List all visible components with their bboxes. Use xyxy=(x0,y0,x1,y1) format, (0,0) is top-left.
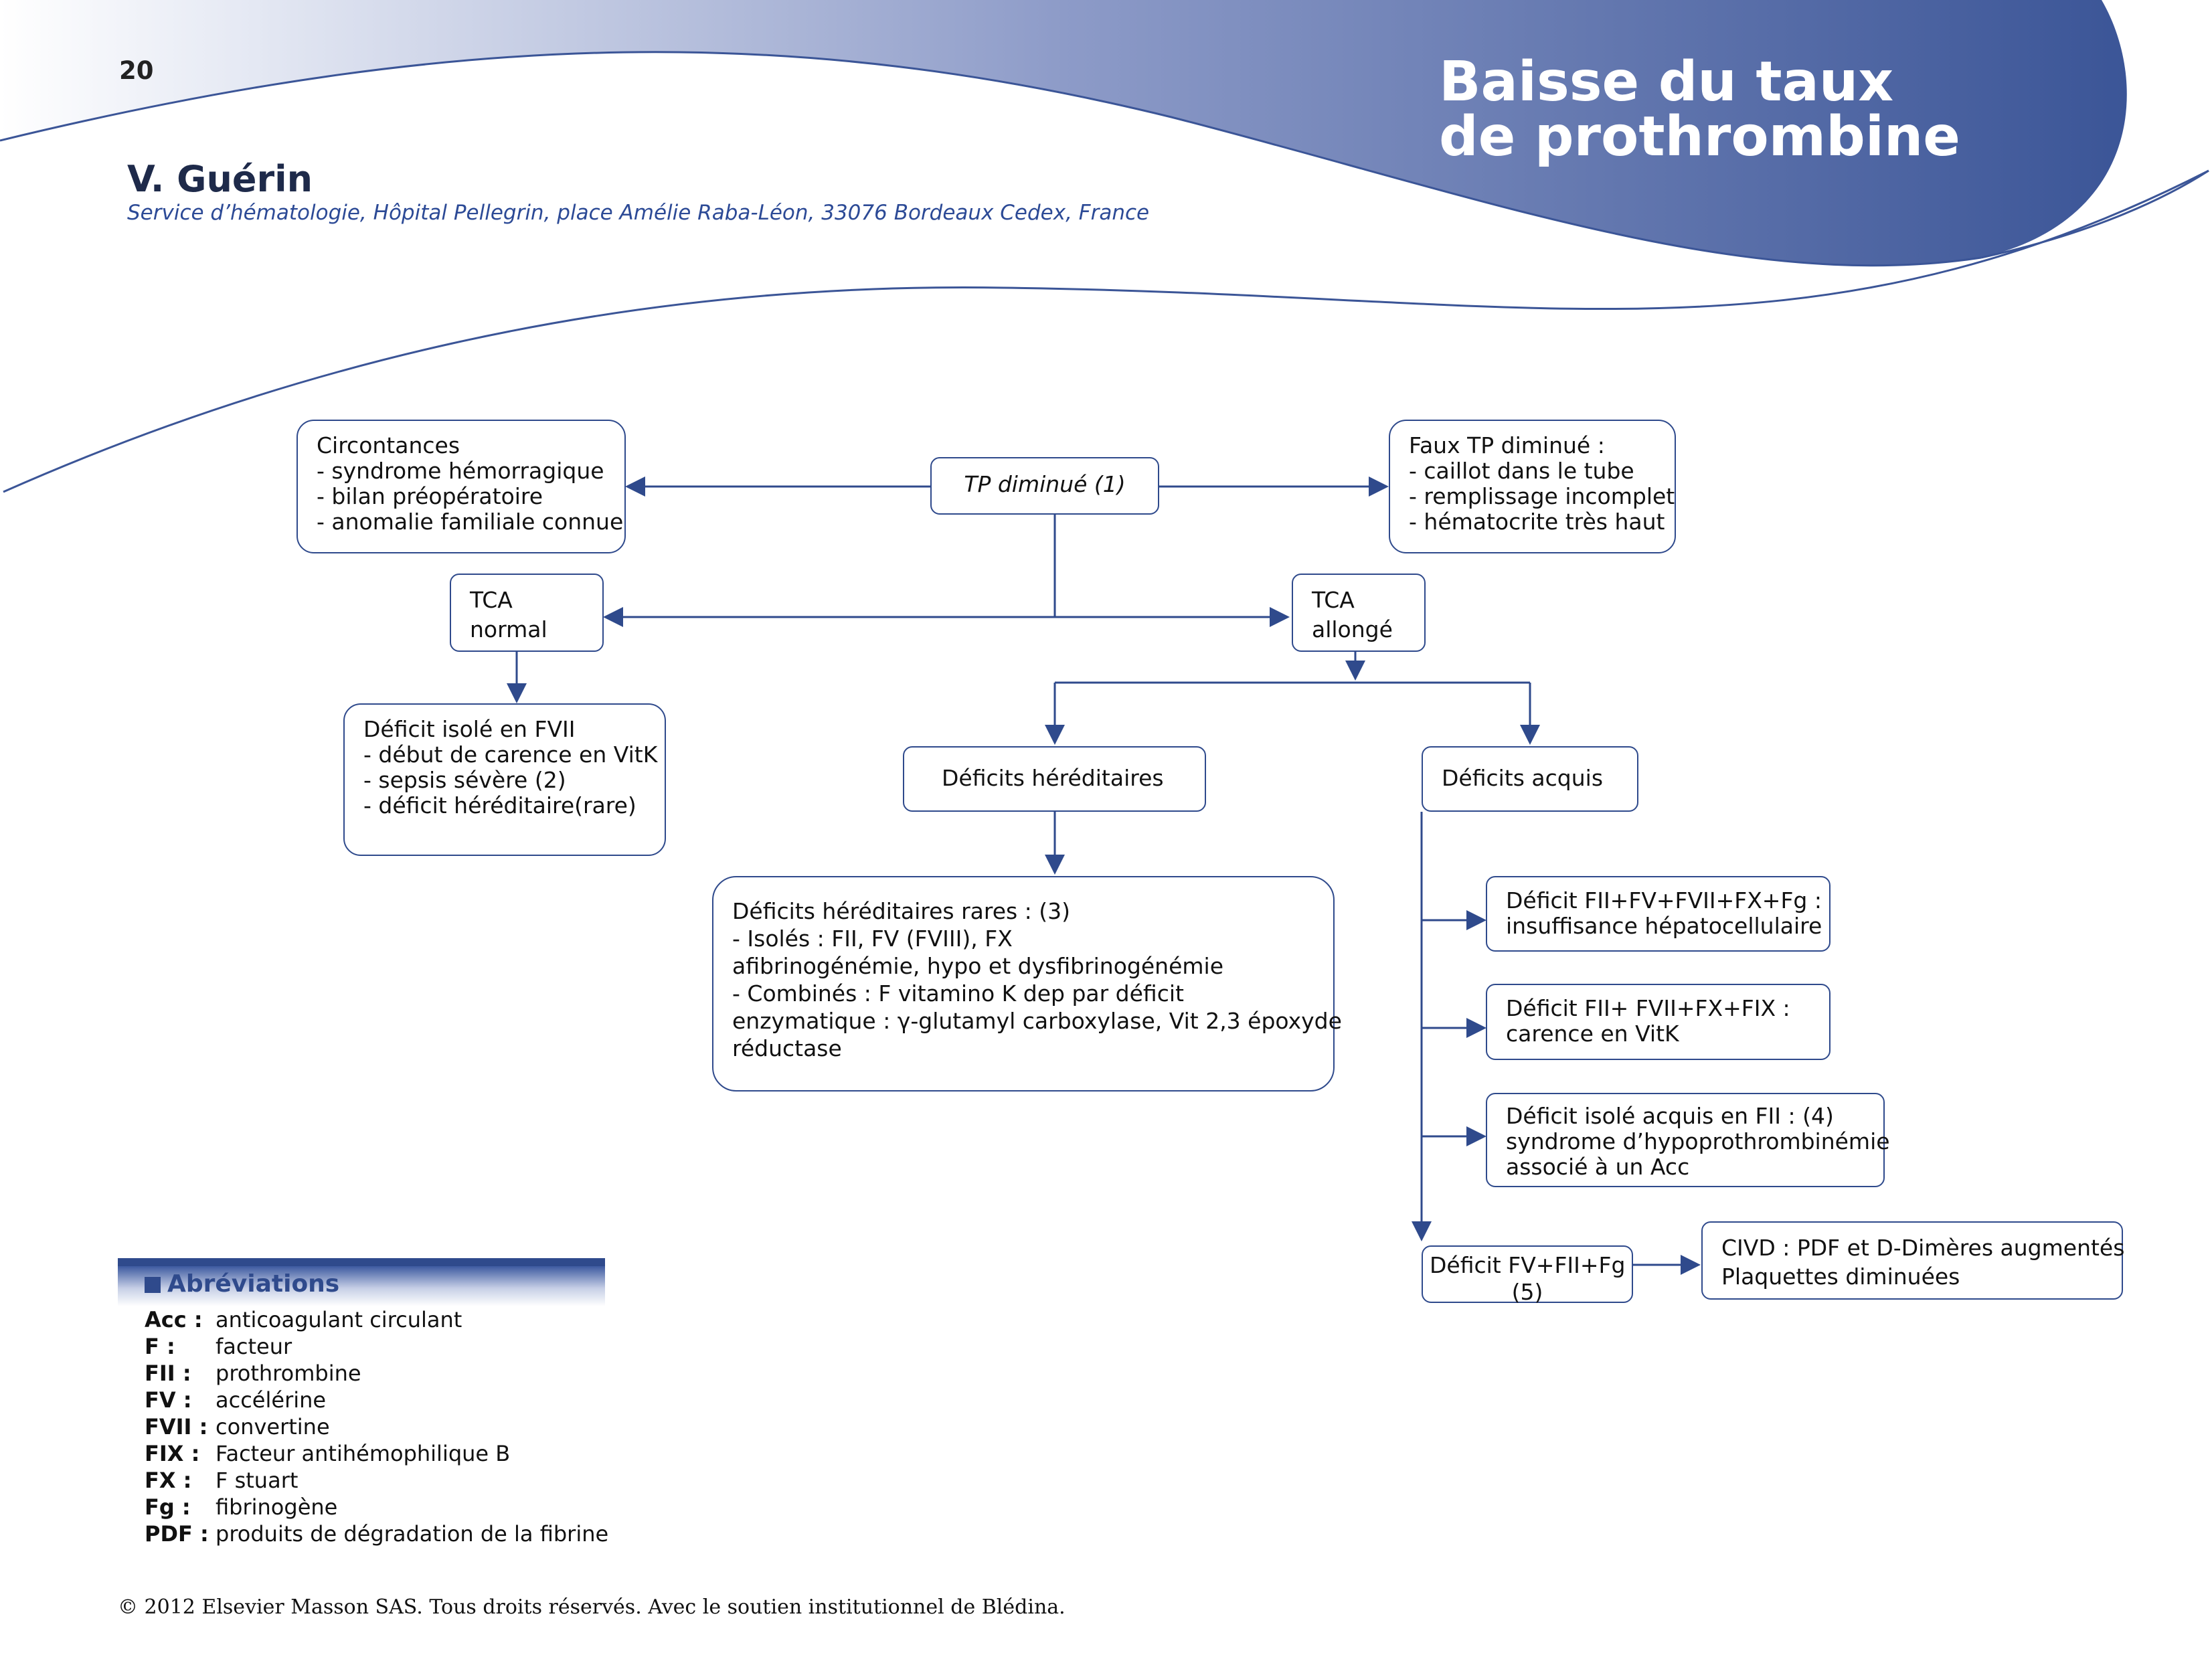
abbreviation-definition: accélérine xyxy=(216,1387,327,1413)
copyright-footer: © 2012 Elsevier Masson SAS. Tous droits … xyxy=(118,1595,1066,1619)
abbreviations-title: Abréviations xyxy=(118,1266,605,1306)
node-line: - anomalie familiale connue xyxy=(317,509,624,535)
node-deficit-fvii: Déficit isolé en FVII - début de carence… xyxy=(343,703,666,856)
node-line: - Isolés : FII, FV (FVIII), FX xyxy=(732,926,1013,952)
node-line: réductase xyxy=(732,1035,842,1061)
node-line: Déficits acquis xyxy=(1442,765,1604,791)
abbreviation-row: FIX : Facteur antihémophilique B xyxy=(118,1440,605,1467)
node-line: Déficits héréditaires xyxy=(942,765,1164,791)
node-line: Faux TP diminué : xyxy=(1409,432,1605,458)
abbreviation-code: FV : xyxy=(145,1387,192,1413)
abbreviation-code: Fg : xyxy=(145,1494,191,1520)
title-line-2: de prothrombine xyxy=(1439,105,1960,169)
node-line: enzymatique : γ-glutamyl carboxylase, Vi… xyxy=(732,1008,1342,1034)
node-line: Déficit FV+FII+Fg xyxy=(1430,1252,1626,1278)
abbreviation-row: FII : prothrombine xyxy=(118,1360,605,1387)
abbreviations-title-text: Abréviations xyxy=(167,1270,340,1298)
node-tca-allonge: TCA allongé xyxy=(1292,574,1426,652)
abbreviation-row: Acc : anticoagulant circulant xyxy=(118,1306,605,1333)
abbreviations-panel: Abréviations Acc : anticoagulant circulan… xyxy=(118,1258,609,1547)
author-affiliation: Service d’hématologie, Hôpital Pellegrin… xyxy=(127,201,1150,225)
page-title: Baisse du taux de prothrombine xyxy=(1439,55,1960,165)
node-line: - début de carence en VitK xyxy=(363,742,658,768)
node-line: Circontances xyxy=(317,432,460,458)
abbreviation-definition: produits de dégradation de la fibrine xyxy=(216,1521,609,1547)
abbreviation-row: F : facteur xyxy=(118,1333,605,1360)
abbreviation-definition: convertine xyxy=(216,1414,330,1440)
node-line: Plaquettes diminuées xyxy=(1721,1263,1960,1290)
node-tca-normal: TCA normal xyxy=(450,574,604,652)
node-deficits-acquis: Déficits acquis xyxy=(1422,746,1638,812)
node-insuffisance-hepatocellulaire: Déficit FII+FV+FVII+FX+Fg : insuffisance… xyxy=(1486,876,1831,952)
abbreviation-row: FX : F stuart xyxy=(118,1467,605,1494)
node-line: carence en VitK xyxy=(1506,1021,1679,1047)
node-carence-vitk: Déficit FII+ FVII+FX+FIX : carence en Vi… xyxy=(1486,984,1831,1060)
node-line: TP diminué (1) xyxy=(964,471,1126,497)
node-line: associé à un Acc xyxy=(1506,1154,1690,1180)
node-line: - sepsis sévère (2) xyxy=(363,767,566,793)
node-civd: CIVD : PDF et D-Dimères augmentés Plaque… xyxy=(1701,1221,2125,1300)
node-line: TCA xyxy=(470,587,513,613)
abbreviation-definition: Facteur antihémophilique B xyxy=(216,1441,511,1466)
node-line: - hématocrite très haut xyxy=(1409,509,1665,535)
node-line: - bilan préopératoire xyxy=(317,483,543,509)
node-line: CIVD : PDF et D-Dimères augmentés xyxy=(1721,1235,2125,1261)
abbreviation-code: F : xyxy=(145,1334,175,1359)
abbreviation-definition: fibrinogène xyxy=(216,1494,338,1520)
node-line: - syndrome hémorragique xyxy=(317,458,604,484)
page-number: 20 xyxy=(119,56,154,85)
node-line: Déficits héréditaires rares : (3) xyxy=(732,898,1071,924)
abbreviation-definition: anticoagulant circulant xyxy=(216,1307,462,1332)
author-name: V. Guérin xyxy=(127,158,313,200)
node-deficit-fv-fii-fg: Déficit FV+FII+Fg (5) xyxy=(1422,1245,1633,1305)
abbreviation-code: PDF : xyxy=(145,1521,209,1547)
abbreviation-definition: prothrombine xyxy=(216,1361,361,1386)
abbreviation-row: FV : accélérine xyxy=(118,1387,605,1413)
abbreviation-definition: facteur xyxy=(216,1334,292,1359)
abbreviation-row: FVII : convertine xyxy=(118,1413,605,1440)
abbreviations-header-bar xyxy=(118,1258,605,1266)
node-line: Déficit FII+FV+FVII+FX+Fg : xyxy=(1506,887,1822,913)
node-faux-tp: Faux TP diminué : - caillot dans le tube… xyxy=(1389,420,1676,553)
abbreviation-code: FIX : xyxy=(145,1441,200,1466)
node-line: - caillot dans le tube xyxy=(1409,458,1634,484)
node-deficits-rares: Déficits héréditaires rares : (3) - Isol… xyxy=(712,876,1342,1092)
node-line: syndrome d’hypoprothrombinémie xyxy=(1506,1128,1890,1154)
node-line: (5) xyxy=(1511,1279,1543,1305)
node-line: TCA xyxy=(1312,587,1355,613)
node-deficits-hereditaires: Déficits héréditaires xyxy=(903,746,1206,812)
node-tp-diminue: TP diminué (1) xyxy=(930,457,1159,515)
abbreviation-row: Fg : fibrinogène xyxy=(118,1494,605,1520)
abbreviation-definition: F stuart xyxy=(216,1468,299,1493)
node-line: normal xyxy=(470,616,547,642)
node-deficit-fii-acquis: Déficit isolé acquis en FII : (4) syndro… xyxy=(1486,1093,1890,1187)
node-line: Déficit FII+ FVII+FX+FIX : xyxy=(1506,995,1790,1021)
square-bullet-icon xyxy=(145,1277,161,1293)
node-line: - Combinés : F vitamino K dep par défici… xyxy=(732,980,1184,1007)
node-line: afibrinogénémie, hypo et dysfibrinogéném… xyxy=(732,953,1223,979)
abbreviation-row: PDF : produits de dégradation de la fibri… xyxy=(118,1520,609,1547)
abbreviation-code: Acc : xyxy=(145,1307,203,1332)
abbreviation-code: FVII : xyxy=(145,1414,208,1440)
node-line: allongé xyxy=(1312,616,1393,642)
node-line: Déficit isolé en FVII xyxy=(363,716,576,742)
abbreviation-code: FII : xyxy=(145,1361,191,1386)
node-line: - déficit héréditaire(rare) xyxy=(363,792,636,818)
node-line: - remplissage incomplet xyxy=(1409,483,1675,509)
title-line-1: Baisse du taux xyxy=(1439,50,1894,114)
abbreviation-code: FX : xyxy=(145,1468,192,1493)
node-circonstances: Circontances - syndrome hémorragique - b… xyxy=(296,420,626,553)
node-line: Déficit isolé acquis en FII : (4) xyxy=(1506,1103,1834,1129)
node-line: insuffisance hépatocellulaire xyxy=(1506,913,1822,939)
